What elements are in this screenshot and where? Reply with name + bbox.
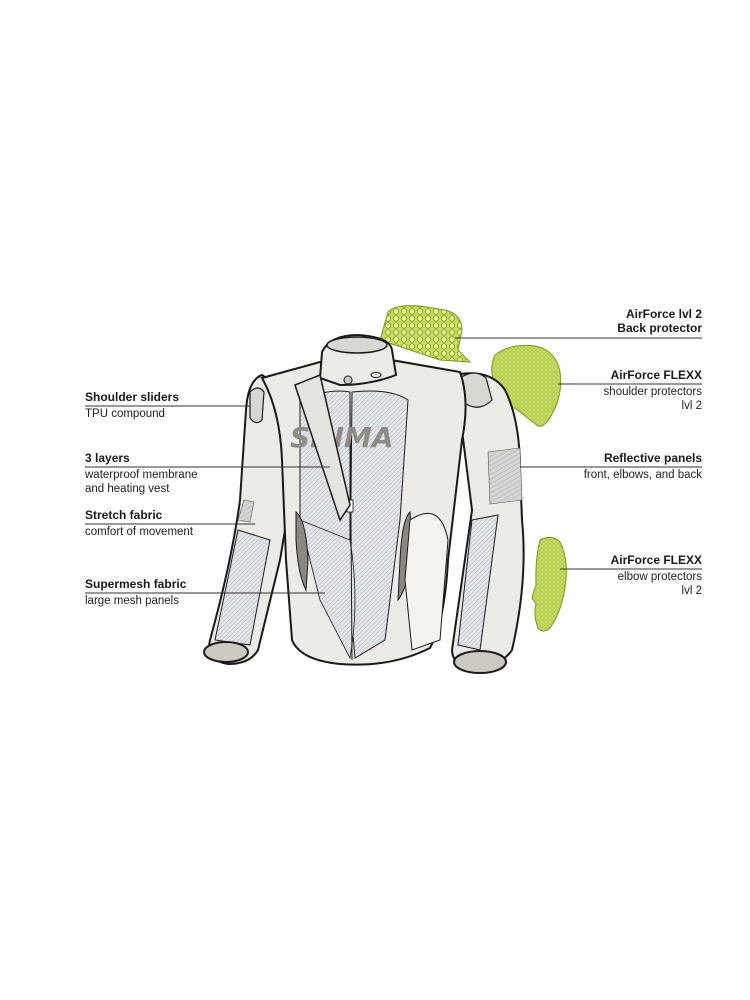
callout-title-line2: Back protector: [617, 321, 702, 335]
callout-title: AirForce FLEXX: [610, 553, 702, 567]
callout-desc: comfort of movement: [85, 526, 194, 538]
callout-stretch-fabric: Stretch fabric comfort of movement: [85, 508, 193, 539]
callout-desc-line1: elbow protectors: [617, 571, 702, 583]
callout-reflective-panels: Reflective panels front, elbows, and bac…: [584, 451, 702, 482]
callout-title: AirForce FLEXX: [610, 368, 702, 382]
callout-title: Reflective panels: [603, 451, 702, 465]
callout-title: 3 layers: [85, 451, 130, 465]
elbow-protector-icon: [531, 536, 567, 632]
callout-title: Stretch fabric: [85, 508, 163, 522]
brand-logo: SHIMA: [290, 421, 394, 454]
callout-title: Shoulder sliders: [85, 390, 180, 404]
callout-elbow-protectors: AirForce FLEXX elbow protectors lvl 2: [611, 553, 702, 598]
callout-desc-line1: waterproof membrane: [85, 469, 198, 481]
callout-desc-line2: and heating vest: [85, 483, 170, 495]
back-protector-icon: [379, 305, 472, 363]
callout-title: Supermesh fabric: [85, 577, 187, 591]
callout-3-layers: 3 layers waterproof membrane and heating…: [85, 451, 198, 496]
callout-desc-line2: lvl 2: [681, 400, 702, 412]
callout-title-line1: AirForce lvl 2: [625, 307, 702, 321]
callout-back-protector: AirForce lvl 2 Back protector: [617, 307, 702, 335]
callout-shoulder-protectors: AirForce FLEXX shoulder protectors lvl 2: [604, 368, 702, 413]
callout-desc: front, elbows, and back: [583, 469, 702, 481]
callout-supermesh-fabric: Supermesh fabric large mesh panels: [85, 577, 186, 608]
callout-shoulder-sliders: Shoulder sliders TPU compound: [85, 390, 179, 421]
callout-desc: TPU compound: [85, 408, 165, 420]
callout-desc-line1: shoulder protectors: [603, 386, 702, 398]
callout-desc-line2: lvl 2: [681, 585, 702, 597]
callout-desc: large mesh panels: [85, 595, 179, 607]
